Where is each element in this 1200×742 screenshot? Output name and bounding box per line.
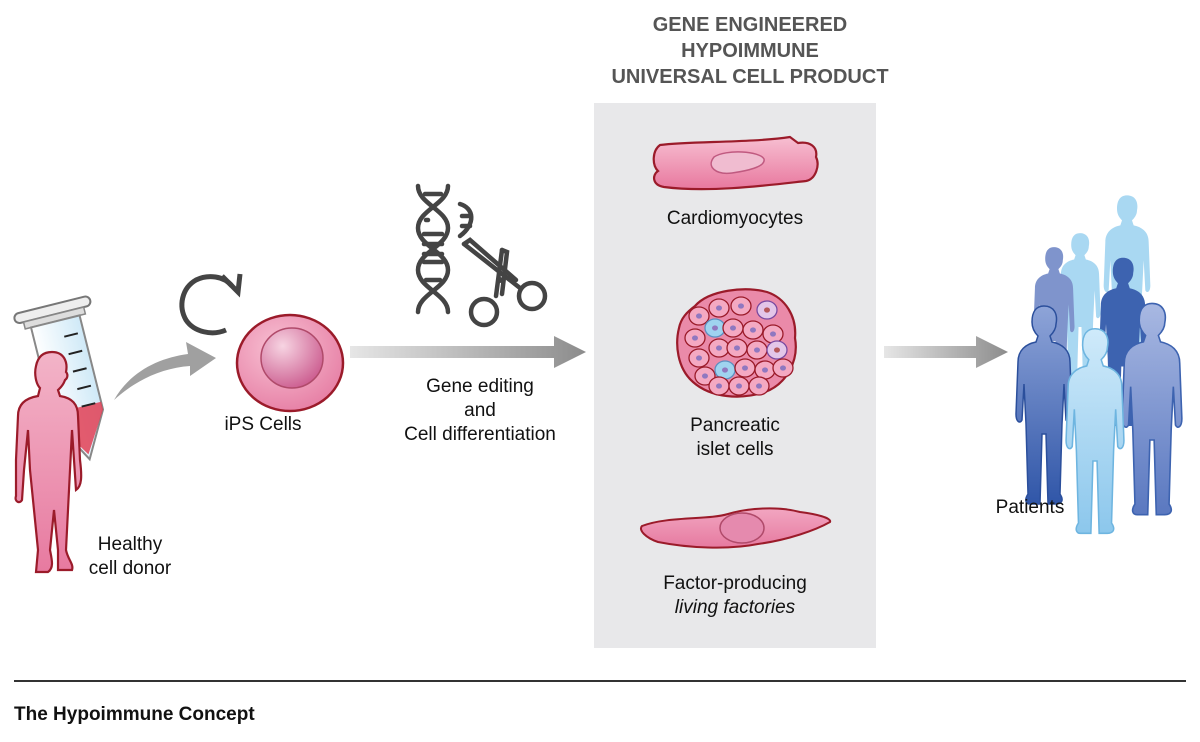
islet-subcell-nucleus	[716, 383, 722, 389]
ips-cells-label: iPS Cells	[224, 414, 302, 435]
islet-subcell-nucleus	[696, 313, 702, 319]
islet-line-2: islet cells	[696, 439, 774, 460]
donor-label: Healthy cell donor	[70, 533, 190, 581]
islet-subcell-nucleus	[696, 355, 702, 361]
patients-label: Patients	[995, 497, 1065, 518]
donor-line-1: Healthy	[97, 534, 163, 555]
caption-divider	[14, 680, 1186, 682]
islet-subcell-nucleus	[730, 325, 736, 331]
islet-subcell-nucleus	[756, 383, 762, 389]
donor-person-icon	[14, 350, 83, 574]
process-line-3: Cell differentiation	[404, 424, 556, 445]
factor-line-1: Factor-producing	[663, 573, 807, 594]
ips-cell-icon	[235, 313, 345, 413]
figure-caption: The Hypoimmune Concept	[14, 704, 255, 725]
islet-subcell-nucleus	[712, 325, 718, 331]
product-header: GENE ENGINEERED HYPOIMMUNE UNIVERSAL CEL…	[560, 12, 940, 90]
factor-cell-icon	[640, 507, 832, 549]
delivery-arrow-icon	[884, 336, 1008, 368]
header-line-3: UNIVERSAL CELL PRODUCT	[611, 66, 889, 88]
islet-subcell-nucleus	[692, 335, 698, 341]
donor-line-2: cell donor	[88, 558, 172, 579]
islet-subcell-nucleus	[764, 307, 770, 313]
cardiomyocytes-label: Cardiomyocytes	[666, 208, 804, 229]
curved-arrow-icon	[114, 342, 216, 400]
islet-subcell-nucleus	[734, 345, 740, 351]
islet-subcell-nucleus	[722, 367, 728, 373]
islet-line-1: Pancreatic	[690, 415, 780, 436]
self-renewal-icon	[179, 273, 243, 336]
islet-subcell-nucleus	[702, 373, 708, 379]
islet-subcell-nucleus	[742, 365, 748, 371]
process-line-2: and	[464, 400, 496, 421]
islet-cells-icon	[676, 288, 797, 398]
islet-subcell-nucleus	[770, 331, 776, 337]
islet-subcell-nucleus	[716, 345, 722, 351]
islet-subcell-nucleus	[736, 383, 742, 389]
process-label: Gene editing and Cell differentiation	[380, 375, 580, 447]
islet-subcell-nucleus	[780, 365, 786, 371]
islet-subcell-nucleus	[750, 327, 756, 333]
factor-line-2: living factories	[674, 597, 796, 618]
islet-subcell-nucleus	[762, 367, 768, 373]
islet-subcell-nucleus	[716, 305, 722, 311]
header-line-2: HYPOIMMUNE	[681, 40, 819, 62]
islet-subcell-nucleus	[774, 347, 780, 353]
dna-scissors-icon	[415, 183, 548, 328]
cardiomyocyte-icon	[652, 135, 819, 191]
process-arrow-icon	[350, 336, 586, 368]
header-line-1: GENE ENGINEERED	[652, 14, 848, 36]
patients-group-icon	[1015, 195, 1183, 535]
process-line-1: Gene editing	[426, 376, 534, 397]
islet-subcell-nucleus	[738, 303, 744, 309]
islet-subcell-nucleus	[754, 347, 760, 353]
islet-cells-label: Pancreatic islet cells	[610, 414, 860, 462]
factor-label: Factor-producing living factories	[610, 572, 860, 620]
